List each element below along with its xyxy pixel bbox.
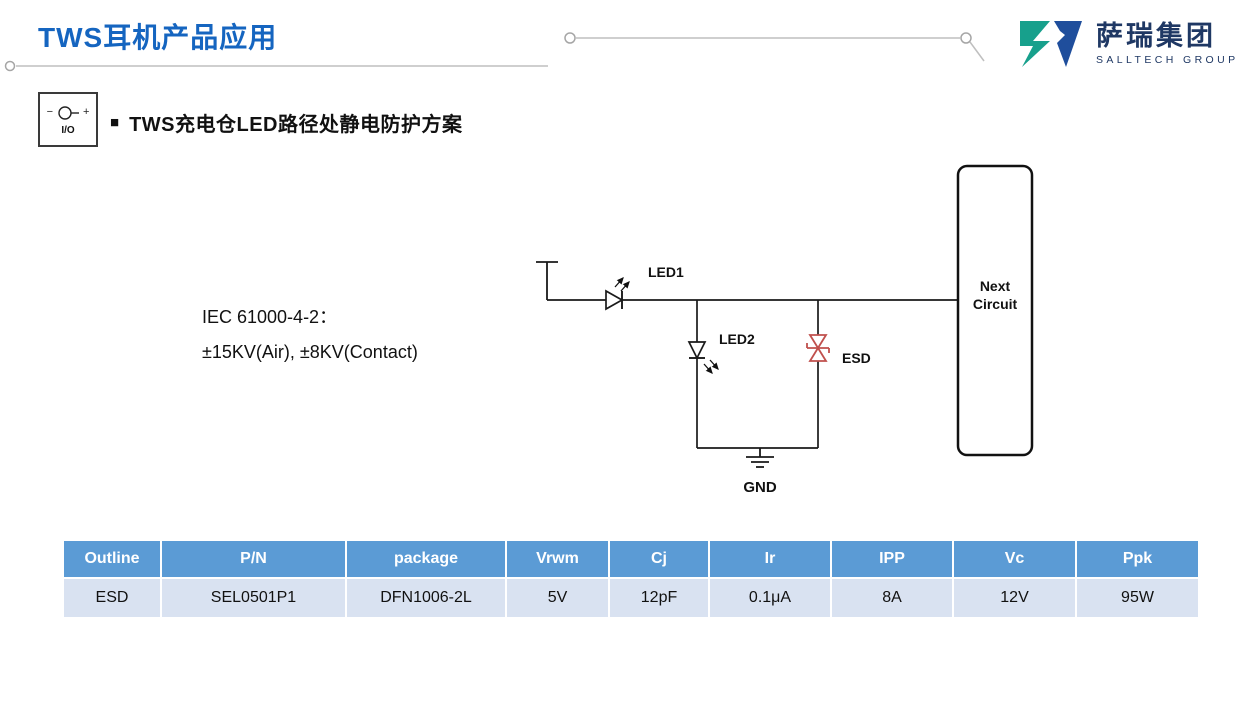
deco-node-icon [4,60,16,72]
cell-vc: 12V [952,577,1077,619]
section-heading-text: TWS充电仓LED路径处静电防护方案 [129,114,463,136]
iec-line2: ±15KV(Air), ±8KV(Contact) [202,342,418,363]
input-terminal-icon [536,261,558,300]
cell-ipp: 8A [830,577,954,619]
deco-node-icon [960,32,972,44]
cell-ppk: 95W [1075,577,1200,619]
deco-node-icon [564,32,576,44]
deco-line [969,41,985,62]
cell-package: DFN1006-2L [345,577,507,619]
iec-line1: IEC 61000-4-2： [202,307,338,327]
section-heading: ■ TWS充电仓LED路径处静电防护方案 [110,108,463,137]
cell-ir: 0.1μA [708,577,832,619]
next-circuit-label-line1: Next [980,278,1011,294]
plug-icon [58,105,79,120]
cell-cj: 12pF [608,577,710,619]
esd-label: ESD [842,350,871,366]
header-cell-cj: Cj [608,539,710,579]
gnd-label: GND [743,479,777,496]
ground-icon [746,448,774,468]
page-title: TWS耳机产品应用 [38,22,278,53]
header-cell-package: package [345,539,507,579]
io-icon-box: − + I/O [38,92,98,147]
led1-label: LED1 [648,264,684,280]
header-cell-pn: P/N [160,539,347,579]
header-cell-vrwm: Vrwm [505,539,610,579]
led2-label: LED2 [719,331,755,347]
header-cell-outline: Outline [62,539,162,579]
led1-icon [605,277,630,311]
cell-pn: SEL0501P1 [160,577,347,619]
table-row: ESD SEL0501P1 DFN1006-2L 5V 12pF 0.1μA 8… [62,577,1200,619]
iec-note: IEC 61000-4-2： ±15KV(Air), ±8KV(Contact) [202,300,418,370]
header-cell-vc: Vc [952,539,1077,579]
table-header-row: Outline P/N package Vrwm Cj Ir IPP Vc Pp… [62,539,1200,579]
next-circuit-block: Next Circuit [956,164,1034,457]
bullet-icon: ■ [110,114,120,131]
header-cell-ipp: IPP [830,539,954,579]
plus-sign: + [83,106,90,118]
logo-subtitle: SALLTECH GROUP [1096,53,1239,66]
header-cell-ir: Ir [708,539,832,579]
led2-icon [687,341,719,374]
esd-tvs-icon [806,334,830,362]
circuit-diagram: LED1 LED2 ESD GND Next [536,164,1034,496]
salltech-logo-icon [1020,21,1082,67]
next-circuit-label-line2: Circuit [973,296,1018,312]
logo: 萨瑞集团 SALLTECH GROUP [1014,12,1244,76]
header-cell-ppk: Ppk [1075,539,1200,579]
spec-table: Outline P/N package Vrwm Cj Ir IPP Vc Pp… [62,539,1200,619]
cell-outline: ESD [62,577,162,619]
logo-name: 萨瑞集团 [1096,21,1216,52]
io-label: I/O [61,124,75,136]
minus-sign: − [46,106,53,118]
cell-vrwm: 5V [505,577,610,619]
wires [547,299,958,449]
